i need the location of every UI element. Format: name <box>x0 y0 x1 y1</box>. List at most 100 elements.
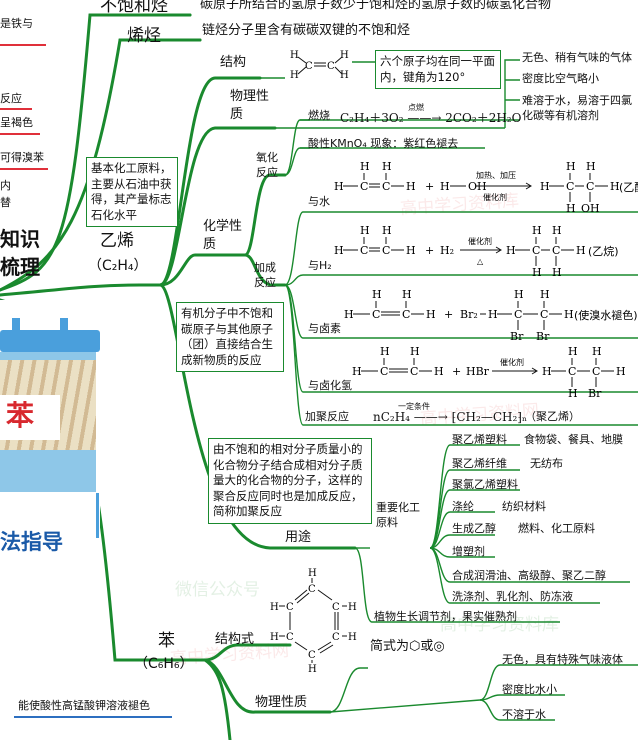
svg-text:H: H <box>352 365 362 378</box>
combustion-condition: 点燃 <box>408 103 424 112</box>
benzene-short-form: 简式为⬡或◎ <box>370 639 445 654</box>
use-item: 涤纶 <box>452 500 474 513</box>
svg-text:C: C <box>360 244 368 257</box>
svg-text:H: H <box>344 308 354 321</box>
benzene-structure-label: 结构式 <box>215 632 255 647</box>
svg-text:H: H <box>382 160 392 173</box>
use-label: 用途 <box>285 530 312 545</box>
phys-item: 无色、稍有气味的气体 <box>522 51 632 64</box>
use-detail: 无纺布 <box>530 457 563 470</box>
svg-text:H: H <box>406 180 416 193</box>
svg-text:H: H <box>552 224 562 237</box>
combustion-label: 燃烧 <box>308 109 330 122</box>
polymer-label: 加聚反应 <box>305 410 349 423</box>
svg-text:H: H <box>290 50 299 61</box>
svg-text:C: C <box>327 61 335 72</box>
svg-text:OH: OH <box>581 202 600 215</box>
svg-text:H: H <box>410 345 420 358</box>
svg-text:C: C <box>566 180 574 193</box>
polymer-equation: nC₂H₄ ——→ ⁅CH₂—CH₂⁆ₙ <box>373 410 528 424</box>
polymer-definition-box: 由不饱和的相对分子质量小的化合物分子结合成相对分子质量大的化合物的分子，这样的聚… <box>208 438 372 524</box>
svg-text:+: + <box>444 308 453 321</box>
svg-text:H: H <box>402 288 412 301</box>
svg-text:H: H <box>348 632 357 643</box>
svg-text:C: C <box>305 61 313 72</box>
hx-cond: 催化剂 <box>500 357 524 367</box>
benzene-phys-item: 无色，具有特殊气味液体 <box>502 653 623 666</box>
water-cond-1: 加热、加压 <box>476 170 516 180</box>
use-detail: 食物袋、餐具、地膜 <box>524 433 623 446</box>
svg-text:H: H <box>514 288 524 301</box>
svg-text:HBr: HBr <box>466 365 490 378</box>
use-item: 增塑剂 <box>452 545 485 558</box>
water-product: (乙醇) <box>619 180 638 194</box>
svg-text:H: H <box>434 365 444 378</box>
benzene-phys-item: 不溶于水 <box>502 708 546 721</box>
svg-text:+: + <box>425 244 434 257</box>
svg-text:H₂: H₂ <box>440 244 454 257</box>
water-cond-2: 催化剂 <box>483 192 507 202</box>
svg-text:+: + <box>425 180 434 193</box>
svg-text:C: C <box>286 602 294 613</box>
svg-text:C: C <box>360 180 368 193</box>
unsaturated-definition: 碳原子所结合的氢原子数少于饱和烃的氢原子数的碳氢化合物 <box>200 0 552 12</box>
benzene-physical-label: 物理性质 <box>255 695 308 710</box>
with-h2-label: 与H₂ <box>308 259 332 272</box>
fragment-title: 梳理 <box>0 255 40 279</box>
svg-text:C: C <box>382 244 390 257</box>
svg-text:H: H <box>340 50 349 61</box>
svg-text:H: H <box>406 244 416 257</box>
svg-text:Br: Br <box>510 330 524 343</box>
oxidation-label: 氧化反应 <box>256 151 278 180</box>
structure-label: 结构 <box>220 55 247 70</box>
phys-item: 难溶于水，易溶于四氯化碳等有机溶剂 <box>522 94 632 122</box>
with-hx-label: 与卤化氢 <box>308 379 352 392</box>
chemical-label: 化学性质 <box>203 219 243 253</box>
svg-text:C: C <box>592 365 600 378</box>
svg-text:C: C <box>586 180 594 193</box>
svg-text:H: H <box>568 345 578 358</box>
benzene-phys-item: 密度比水小 <box>502 683 557 696</box>
svg-text:C: C <box>380 365 388 378</box>
svg-text:H: H <box>586 160 596 173</box>
fragment-text: 反应 <box>0 92 22 105</box>
polymer-product: （聚乙烯） <box>525 410 580 423</box>
svg-text:C: C <box>372 308 380 321</box>
svg-text:H: H <box>506 244 516 257</box>
svg-text:H: H <box>566 160 576 173</box>
physical-label: 物理性质 <box>230 89 270 123</box>
svg-text:H: H <box>552 266 562 279</box>
alkene-title: 烯烃 <box>127 26 161 46</box>
benzene-name: 苯 <box>158 631 175 651</box>
unsaturated-title: 不饱和烃 <box>100 0 168 16</box>
phys-item: 密度比空气略小 <box>522 72 599 85</box>
ethene-formula: （C₂H₄） <box>88 258 148 274</box>
alkene-definition: 链烃分子里含有碳碳双键的不饱和烃 <box>202 23 411 38</box>
svg-text:H: H <box>380 345 390 358</box>
svg-text:C: C <box>532 244 540 257</box>
h2-cond-1: 催化剂 <box>468 236 492 246</box>
svg-text:C: C <box>308 650 316 661</box>
svg-text:H: H <box>564 308 574 321</box>
use-item: 聚乙烯塑料 <box>452 433 507 446</box>
svg-text:H: H <box>566 202 576 215</box>
fragment-text: 替 <box>0 196 11 209</box>
cover-char: 苯 <box>6 399 35 432</box>
svg-text:H: H <box>568 387 578 400</box>
svg-text:+: + <box>452 365 461 378</box>
fragment-text: 内 <box>0 179 11 192</box>
svg-text:H: H <box>540 288 550 301</box>
svg-text:Br₂: Br₂ <box>460 308 478 321</box>
ethene-basic-box: 基本化工原料，主要从石油中获得，其产量标志石化水平 <box>86 157 178 228</box>
svg-text:H: H <box>540 180 550 193</box>
h2-product: (乙烷) <box>588 244 619 258</box>
with-water-label: 与水 <box>308 195 330 208</box>
watermark: 高中学习资料库 <box>440 615 559 635</box>
svg-text:H: H <box>440 180 450 193</box>
fragment-text: 是铁与 <box>0 17 33 30</box>
